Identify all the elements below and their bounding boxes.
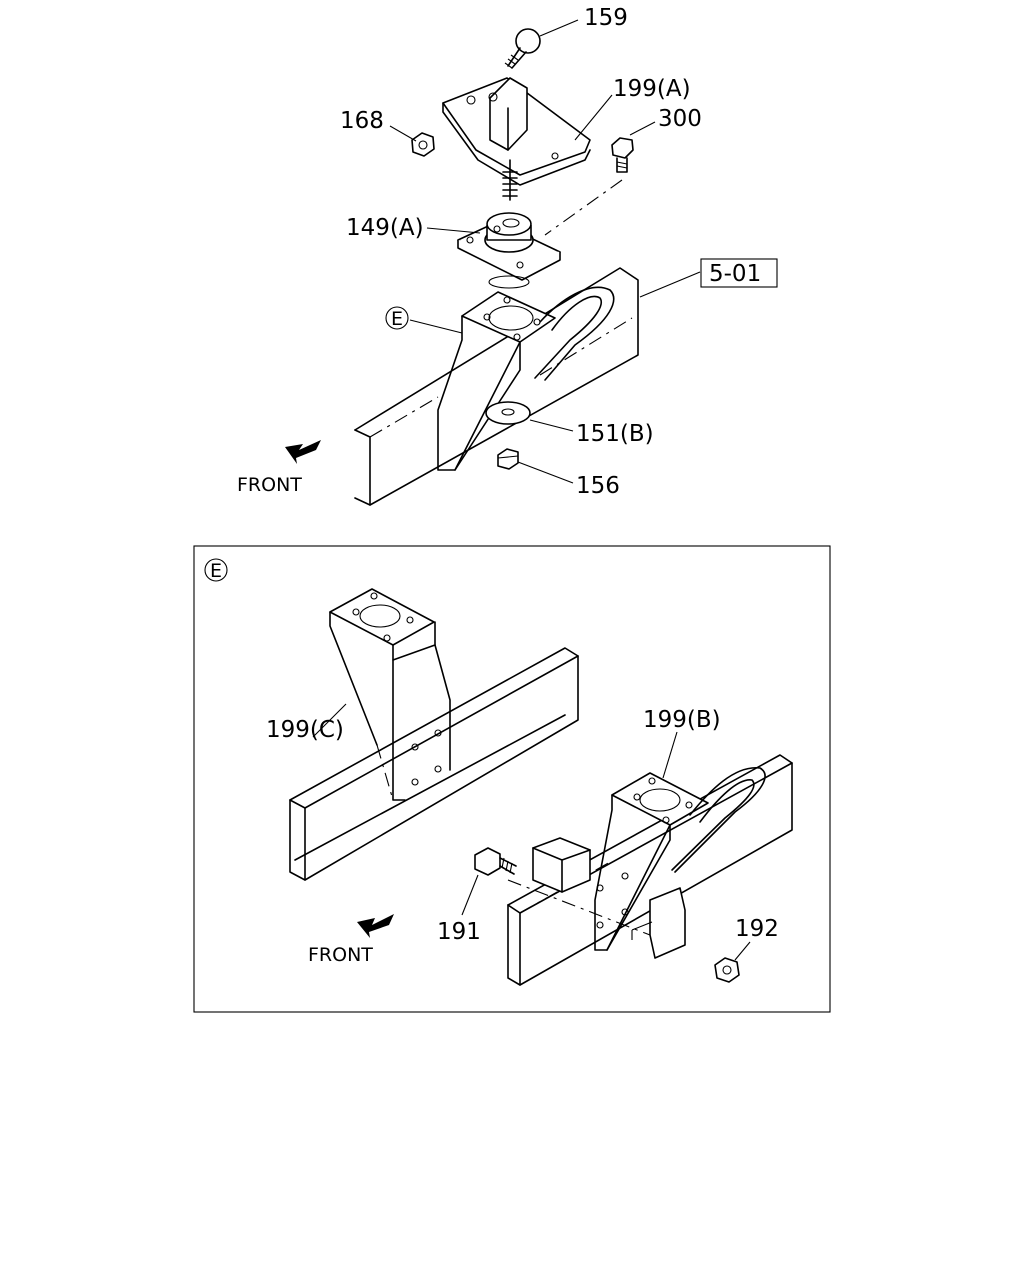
nut-168 <box>411 132 435 157</box>
detail-e-label: E <box>210 560 222 582</box>
label-199b: 199(B) <box>643 707 721 733</box>
label-e: E <box>391 308 403 330</box>
detail-marker-circle <box>385 306 409 330</box>
label-5-01: 5-01 <box>709 261 761 287</box>
top-assembly: 159 199(A) 168 300 149(A) 5-01 E 151(B) … <box>237 5 778 506</box>
leaders-top <box>389 19 701 484</box>
nut-192 <box>714 941 751 983</box>
label-151b: 151(B) <box>576 421 654 447</box>
frame-rail <box>354 267 639 506</box>
label-300: 300 <box>658 106 702 132</box>
mount-149a <box>457 212 561 289</box>
label-199c: 199(C) <box>266 717 344 743</box>
label-front-detail: FRONT <box>308 944 373 966</box>
label-191: 191 <box>437 919 481 945</box>
nut-156 <box>497 448 519 470</box>
bracket-199a <box>442 77 591 201</box>
label-149a: 149(A) <box>346 215 424 241</box>
label-192: 192 <box>735 916 779 942</box>
rail-199c <box>289 588 579 881</box>
bolt-159 <box>504 28 541 69</box>
label-168: 168 <box>340 108 384 134</box>
detail-e-panel: E <box>193 545 831 1013</box>
bolt-300 <box>544 137 634 236</box>
rail-199b <box>507 754 793 986</box>
label-156: 156 <box>576 473 620 499</box>
washer-151b <box>485 401 531 425</box>
label-199a: 199(A) <box>613 76 691 102</box>
bracket-e <box>437 286 615 471</box>
label-front-top: FRONT <box>237 474 302 496</box>
front-arrow-icon <box>285 440 321 464</box>
front-arrow-detail-icon <box>357 914 394 938</box>
bolt-191 <box>461 847 517 916</box>
label-159: 159 <box>584 5 628 31</box>
reference-box <box>700 258 778 288</box>
